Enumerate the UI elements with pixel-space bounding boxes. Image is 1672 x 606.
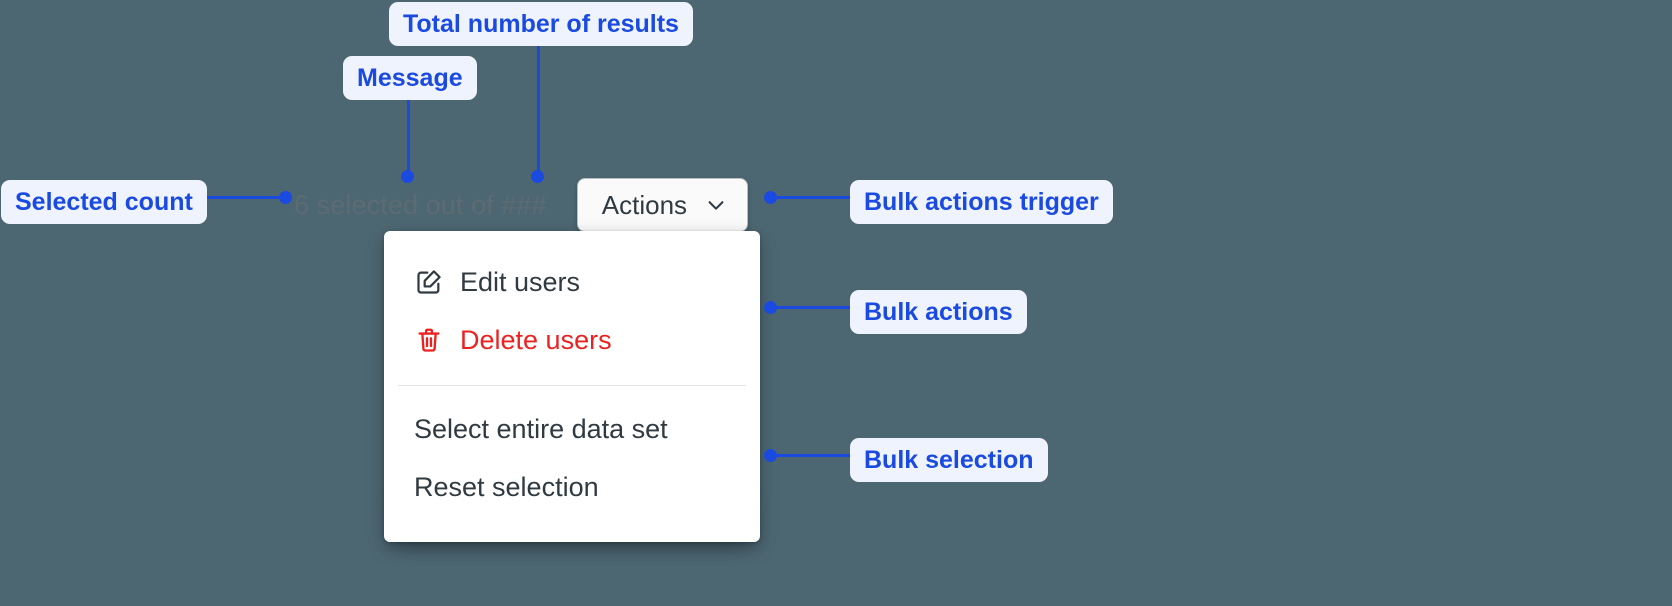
annotation-bulk-selection: Bulk selection [850, 438, 1048, 482]
selected-count-message: 6 selected out of ### [294, 190, 547, 220]
menu-item-label: Delete users [460, 325, 612, 355]
menu-divider [398, 385, 746, 386]
edit-pencil-icon [414, 267, 444, 297]
leader-line-message [407, 92, 410, 176]
menu-item-label: Edit users [460, 267, 581, 297]
leader-dot-total-number-of-results [531, 170, 544, 183]
leader-line-bulk-actions-trigger [770, 196, 854, 199]
trash-icon [414, 325, 444, 355]
menu-item-label: Select entire data set [414, 414, 668, 444]
bulk-actions-dropdown-menu: Edit users Delete users Select entire da… [384, 231, 760, 542]
leader-line-bulk-selection [770, 454, 854, 457]
bulk-actions-trigger-button[interactable]: Actions [576, 178, 749, 232]
leader-dot-selected-count [279, 191, 292, 204]
leader-line-selected-count [204, 196, 286, 199]
annotation-bulk-actions-trigger: Bulk actions trigger [850, 180, 1113, 224]
leader-dot-message [401, 170, 414, 183]
menu-item-select-entire-data-set[interactable]: Select entire data set [384, 400, 760, 458]
menu-item-reset-selection[interactable]: Reset selection [384, 458, 760, 516]
leader-dot-bulk-actions [764, 301, 777, 314]
chevron-down-icon [705, 194, 727, 216]
leader-line-bulk-actions [770, 306, 854, 309]
actions-button-label: Actions [601, 190, 688, 220]
leader-dot-bulk-actions-trigger [764, 191, 777, 204]
annotation-selected-count: Selected count [1, 180, 207, 224]
menu-item-delete-users[interactable]: Delete users [384, 311, 760, 369]
bulk-selection-bar: 6 selected out of ### Actions [294, 178, 749, 232]
menu-item-label: Reset selection [414, 472, 599, 502]
annotation-message: Message [343, 56, 477, 100]
menu-item-edit-users[interactable]: Edit users [384, 253, 760, 311]
leader-line-total-number-of-results [537, 38, 540, 176]
annotation-total-number-of-results: Total number of results [389, 2, 693, 46]
annotation-bulk-actions: Bulk actions [850, 290, 1027, 334]
leader-dot-bulk-selection [764, 449, 777, 462]
